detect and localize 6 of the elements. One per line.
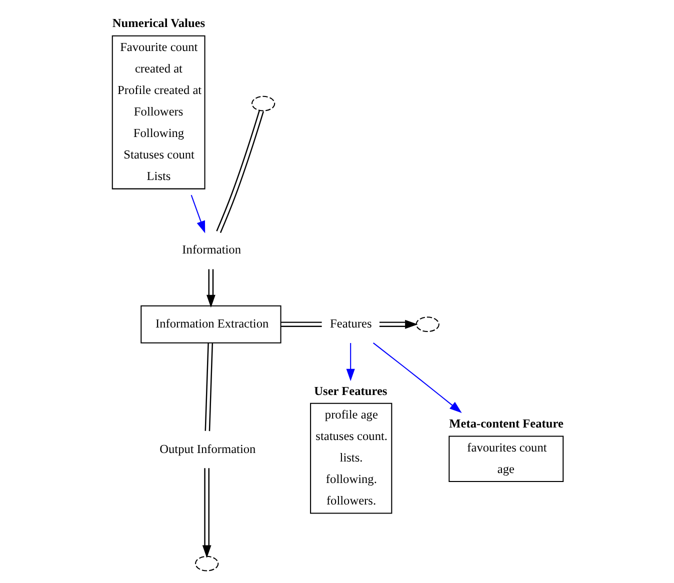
node-label: Meta-content Feature bbox=[448, 416, 563, 431]
node-label: Numerical Values bbox=[112, 16, 205, 30]
node-text: Information bbox=[182, 242, 241, 257]
node-label: User Features bbox=[314, 384, 387, 398]
node-text: Output Information bbox=[159, 442, 256, 456]
node-text: Features bbox=[330, 316, 372, 331]
